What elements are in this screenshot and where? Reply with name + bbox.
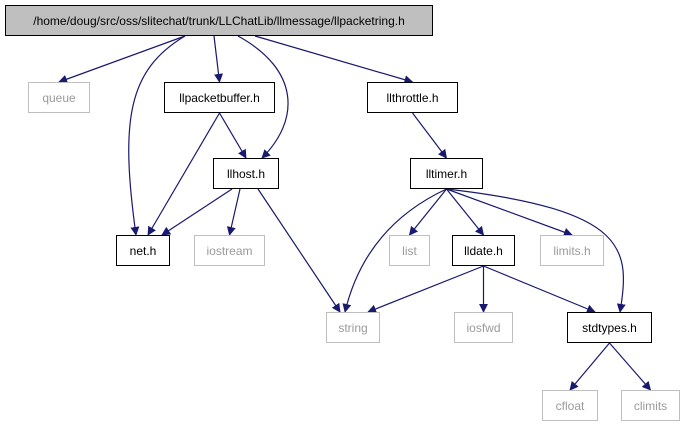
edge-lltimer-to-limits	[446, 188, 573, 237]
node-queue[interactable]: queue	[28, 82, 90, 113]
edge-lltimer-to-stdtypes	[446, 188, 626, 313]
node-net[interactable]: net.h	[116, 235, 170, 266]
edge-root-to-net	[128, 35, 186, 236]
edge-lldate-to-string	[367, 265, 484, 314]
node-iostream[interactable]: iostream	[194, 235, 265, 266]
node-limits[interactable]: limits.h	[540, 235, 604, 266]
node-llpacketring-root[interactable]: /home/doug/src/oss/slitechat/trunk/LLCha…	[5, 5, 433, 36]
edge-root-to-queue	[58, 35, 186, 84]
node-list[interactable]: list	[389, 235, 430, 266]
edge-root-to-llhost	[237, 35, 289, 159]
edge-lldate-to-stdtypes	[483, 265, 596, 314]
edge-llpacketbuffer-to-llhost	[218, 112, 247, 159]
node-cfloat[interactable]: cfloat	[542, 390, 598, 421]
edge-llhost-to-net	[161, 188, 233, 236]
edge-root-to-llthrottle	[254, 35, 414, 85]
node-stdtypes[interactable]: stdtypes.h	[567, 312, 652, 343]
edge-root-to-llpacketbuffer	[213, 35, 224, 83]
edge-stdtypes-to-cfloat	[569, 342, 610, 391]
node-climits[interactable]: climits	[621, 390, 680, 421]
edge-llpacketbuffer-to-net	[147, 112, 221, 236]
node-llpacketbuffer[interactable]: llpacketbuffer.h	[164, 82, 275, 113]
edge-lltimer-to-string	[342, 188, 447, 313]
edge-llhost-to-iostream	[226, 188, 241, 236]
node-lldate[interactable]: lldate.h	[452, 235, 515, 266]
edge-stdtypes-to-climits	[609, 342, 652, 391]
edge-llthrottle-to-lltimer	[412, 112, 448, 159]
edge-llhost-to-string	[257, 188, 341, 313]
node-string[interactable]: string	[326, 312, 380, 343]
edge-lltimer-to-list	[408, 188, 447, 236]
edge-lltimer-to-lldate	[446, 188, 485, 236]
node-llthrottle[interactable]: llthrottle.h	[367, 82, 458, 113]
node-iosfwd[interactable]: iosfwd	[454, 312, 513, 343]
node-llhost[interactable]: llhost.h	[213, 158, 279, 189]
node-lltimer[interactable]: lltimer.h	[410, 158, 483, 189]
